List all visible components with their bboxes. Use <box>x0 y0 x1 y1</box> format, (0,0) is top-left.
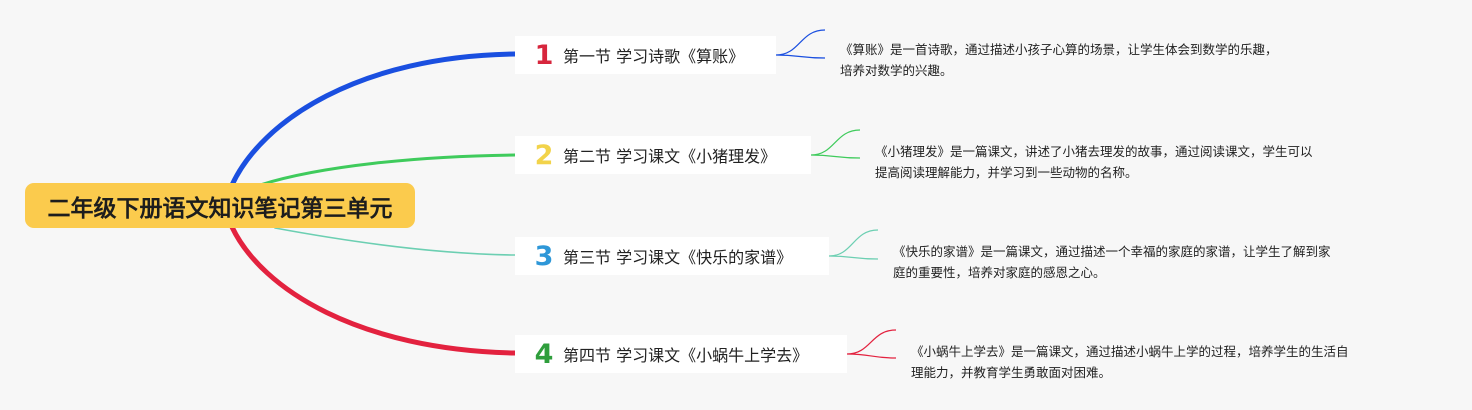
branch-line-section-3 <box>274 227 516 256</box>
description-line: 理能力，并教育学生勇敢面对困难。 <box>911 365 1112 380</box>
desc-connector-section-4 <box>846 329 897 359</box>
section-number: 1 <box>534 39 554 71</box>
section-description-1[interactable]: 《算账》是一首诗歌，通过描述小孩子心算的场景，让学生体会到数学的乐趣， 培养对数… <box>840 39 1278 81</box>
branch-line-section-1 <box>229 51 518 188</box>
desc-connector-section-3 <box>828 229 879 260</box>
central-topic[interactable]: 二年级下册语文知识笔记第三单元 <box>25 183 415 228</box>
section-description-4[interactable]: 《小蜗牛上学去》是一篇课文，通过描述小蜗牛上学的过程，培养学生的生活自 理能力，… <box>911 341 1349 383</box>
section-node-1[interactable]: 1 第一节 学习诗歌《算账》 <box>515 36 776 74</box>
section-number: 3 <box>534 240 554 272</box>
section-node-2[interactable]: 2 第二节 学习课文《小猪理发》 <box>515 136 811 174</box>
section-description-2[interactable]: 《小猪理发》是一篇课文，讲述了小猪去理发的故事，通过阅读课文，学生可以 提高阅读… <box>875 141 1313 183</box>
description-line: 庭的重要性，培养对家庭的感恩之心。 <box>893 265 1106 280</box>
branch-line-section-4 <box>229 224 518 356</box>
section-title: 第二节 学习课文《小猪理发》 <box>563 147 777 166</box>
branch-line-section-2 <box>258 153 517 187</box>
desc-connector-section-1 <box>775 29 826 59</box>
section-title: 第三节 学习课文《快乐的家谱》 <box>563 248 793 267</box>
section-number: 4 <box>534 338 554 370</box>
section-number: 2 <box>534 139 554 171</box>
description-line: 《小猪理发》是一篇课文，讲述了小猪去理发的故事，通过阅读课文，学生可以 <box>875 144 1313 159</box>
description-line: 《快乐的家谱》是一篇课文，通过描述一个幸福的家庭的家谱，让学生了解到家 <box>893 244 1331 259</box>
section-title: 第一节 学习诗歌《算账》 <box>563 47 745 66</box>
section-description-3[interactable]: 《快乐的家谱》是一篇课文，通过描述一个幸福的家庭的家谱，让学生了解到家 庭的重要… <box>893 241 1331 283</box>
section-title: 第四节 学习课文《小蜗牛上学去》 <box>563 346 809 365</box>
section-node-4[interactable]: 4 第四节 学习课文《小蜗牛上学去》 <box>515 335 847 373</box>
description-line: 《小蜗牛上学去》是一篇课文，通过描述小蜗牛上学的过程，培养学生的生活自 <box>911 344 1349 359</box>
description-line: 《算账》是一首诗歌，通过描述小孩子心算的场景，让学生体会到数学的乐趣， <box>840 42 1278 57</box>
description-line: 培养对数学的兴趣。 <box>840 63 953 78</box>
desc-connector-section-2 <box>810 129 861 159</box>
section-node-3[interactable]: 3 第三节 学习课文《快乐的家谱》 <box>515 237 829 275</box>
description-line: 提高阅读理解能力，并学习到一些动物的名称。 <box>875 165 1138 180</box>
